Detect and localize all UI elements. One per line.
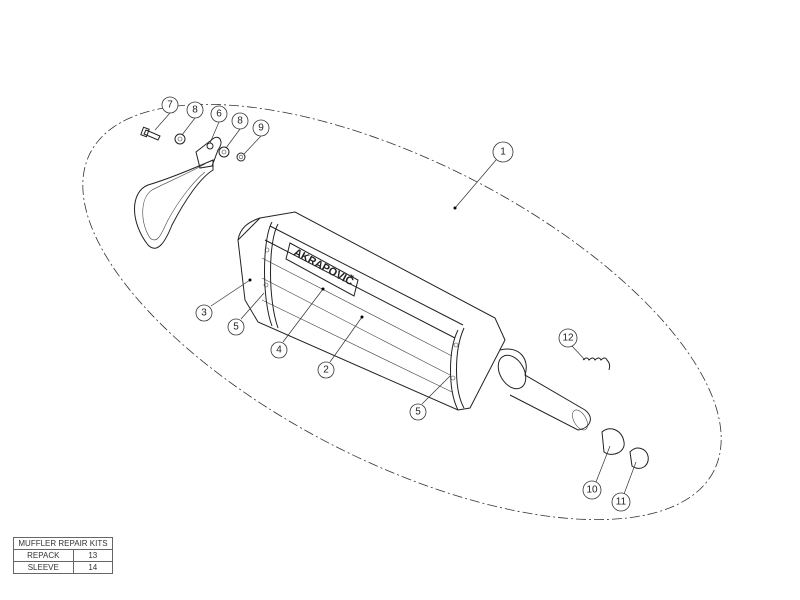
repair-kits-title: MUFFLER REPAIR KITS	[13, 537, 113, 550]
callout-11: 11	[611, 492, 631, 512]
svg-text:9: 9	[258, 123, 264, 134]
callout-6: 6	[210, 105, 228, 123]
svg-text:2: 2	[323, 365, 329, 376]
leader-lines	[154, 112, 637, 495]
muffler: AKRAPOVIČ	[237, 211, 591, 431]
svg-text:4: 4	[276, 345, 282, 356]
svg-text:8: 8	[237, 116, 243, 127]
callout-10: 10	[582, 480, 602, 500]
callout-2: 2	[317, 361, 335, 379]
svg-text:8: 8	[192, 105, 198, 116]
callout-3: 3	[195, 304, 213, 322]
svg-text:10: 10	[586, 485, 598, 496]
callout-9: 9	[252, 119, 270, 137]
kit-boundary	[82, 103, 722, 521]
callout-7: 7	[161, 96, 179, 114]
callout-8: 8	[186, 101, 204, 119]
svg-text:7: 7	[167, 100, 173, 111]
callout-8b: 8	[231, 112, 249, 130]
callout-1: 1	[492, 141, 514, 163]
callout-5: 5	[227, 318, 245, 336]
kit-number: 13	[72, 549, 114, 562]
small-parts	[582, 357, 649, 469]
fasteners	[140, 126, 246, 162]
svg-text:5: 5	[233, 322, 239, 333]
callout-5b: 5	[409, 403, 427, 421]
kit-name: SLEEVE	[13, 561, 74, 574]
svg-text:5: 5	[415, 407, 421, 418]
svg-text:3: 3	[201, 308, 207, 319]
kit-name: REPACK	[13, 549, 74, 562]
callout-4: 4	[270, 341, 288, 359]
kit-number: 14	[72, 561, 114, 574]
callout-12: 12	[558, 328, 578, 348]
mounting-bracket	[134, 136, 222, 249]
svg-text:6: 6	[216, 109, 222, 120]
svg-text:11: 11	[616, 497, 627, 508]
svg-text:12: 12	[562, 333, 574, 344]
svg-text:1: 1	[500, 147, 506, 158]
